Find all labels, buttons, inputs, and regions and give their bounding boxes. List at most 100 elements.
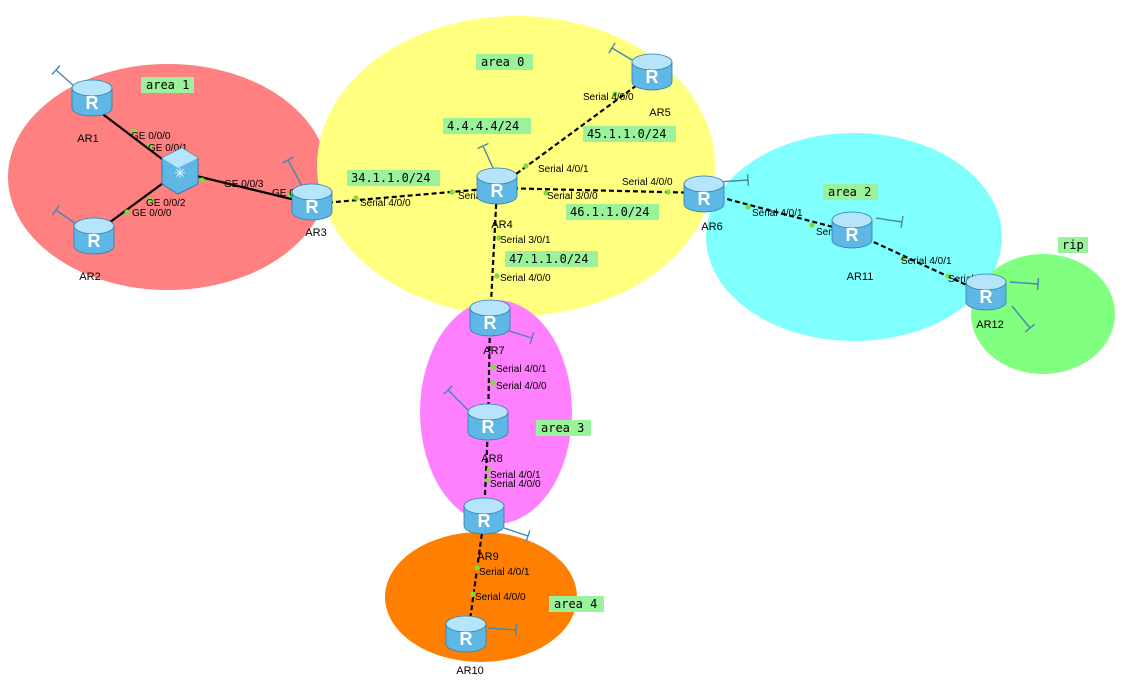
network-46-tag: 46.1.1.0/24 — [566, 204, 659, 220]
device-label: AR1 — [77, 133, 98, 145]
svg-text:R: R — [86, 93, 99, 113]
router-ar4[interactable]: R AR4 — [476, 142, 518, 231]
port-dot — [147, 143, 153, 149]
port-label: Serial 4/0/0 — [583, 92, 634, 103]
network-4-4-4-4-tag: 4.4.4.4/24 — [443, 118, 531, 134]
port-label: GE 0/0/0 — [131, 131, 171, 142]
areas-layer — [8, 16, 1115, 662]
svg-text:R: R — [478, 511, 491, 531]
link-ar6-ar11 — [703, 191, 853, 234]
antenna-icon — [611, 47, 633, 61]
port-dot — [612, 91, 618, 97]
port-label: Serial 4/0/1 — [538, 164, 589, 175]
area-4-tag: area 4 — [549, 596, 604, 612]
port-dot — [900, 256, 906, 262]
tags-layer: area 1 area 0 area 2 rip area 3 area 4 4… — [141, 54, 1088, 612]
link-ar1-sw — [91, 105, 175, 169]
svg-text:area 2: area 2 — [828, 185, 871, 199]
port-dot — [353, 195, 359, 201]
svg-text:R: R — [484, 313, 497, 333]
link-ar11-ar12 — [851, 231, 987, 295]
svg-text:area 3: area 3 — [541, 421, 584, 435]
port-dot — [491, 364, 497, 370]
port-label: Serial 4/0/1 — [496, 364, 547, 375]
antenna-icon — [55, 209, 77, 225]
port-dot — [485, 477, 491, 483]
svg-text:R: R — [306, 197, 319, 217]
antenna-icon — [1009, 281, 1039, 285]
port-label: Serial 4/0/0 — [490, 479, 541, 490]
port-dot — [523, 163, 529, 169]
router-ar5[interactable]: R AR5 — [608, 42, 673, 119]
port-label: Serial 4/0/1 — [752, 208, 803, 219]
port-dots-layer — [124, 91, 951, 597]
router-ar2[interactable]: R AR2 — [51, 204, 115, 283]
link-ar9-ar10 — [466, 517, 486, 636]
area-0-tag: area 0 — [476, 54, 533, 70]
svg-text:R: R — [646, 67, 659, 87]
port-label: GE 0/0/1 — [148, 143, 188, 154]
svg-text:34.1.1.0/24: 34.1.1.0/24 — [351, 171, 430, 185]
device-label: AR10 — [456, 665, 484, 677]
antenna-icon — [55, 69, 75, 87]
port-dot — [945, 273, 951, 279]
device-label: AR3 — [305, 227, 326, 239]
device-label: AR12 — [976, 319, 1004, 331]
port-label: Serial 4/0/0 — [360, 198, 411, 209]
device-label: AR5 — [649, 107, 670, 119]
port-label: Serial 4/0/1 — [901, 256, 952, 267]
antenna-icon — [287, 159, 303, 187]
port-dot — [199, 177, 205, 183]
port-dot — [147, 197, 153, 203]
switch-arrows-icon: ✳ — [174, 166, 186, 182]
device-label: AR11 — [847, 271, 874, 283]
svg-text:R: R — [491, 181, 504, 201]
switch-icon[interactable]: ✳ — [161, 147, 199, 195]
port-label: Serial 4/0/1 — [479, 567, 530, 578]
port-dot — [486, 467, 492, 473]
network-45-tag: 45.1.1.0/24 — [583, 126, 676, 142]
router-ar1[interactable]: R AR1 — [51, 65, 113, 145]
port-dot — [490, 380, 496, 386]
antenna-icon — [875, 217, 903, 223]
port-label: Serial 4/0/0 — [496, 381, 547, 392]
svg-text:rip: rip — [1062, 238, 1084, 252]
port-label: Serial 4/0/0 — [622, 177, 673, 188]
svg-text:46.1.1.0/24: 46.1.1.0/24 — [570, 205, 649, 219]
svg-text:R: R — [88, 231, 101, 251]
area-0-region — [317, 16, 715, 316]
port-dot — [474, 565, 480, 571]
antenna-icon — [505, 329, 533, 339]
link-ar7-ar8 — [486, 321, 492, 427]
link-ar4-ar7 — [488, 187, 499, 323]
port-label: Serial 3/0/0 — [547, 191, 598, 202]
port-label: GE 0/0/0 — [132, 208, 172, 219]
area-4-region — [385, 532, 577, 662]
area-2-tag: area 2 — [823, 184, 878, 200]
svg-text:47.1.1.0/24: 47.1.1.0/24 — [509, 252, 588, 266]
router-ar3[interactable]: R AR3 — [282, 156, 333, 239]
device-label: AR6 — [701, 221, 722, 233]
router-ar12[interactable]: R AR12 — [965, 273, 1040, 333]
link-sw-ar3 — [179, 170, 313, 206]
port-dot — [496, 235, 502, 241]
area-3-tag: area 3 — [536, 420, 591, 436]
devices-layer: RAR1RAR2✳RAR3RAR4RAR5RAR6RAR7RAR8RAR9RAR… — [51, 42, 1040, 677]
port-dot — [449, 189, 455, 195]
port-label: Serial 4/0/1 — [490, 470, 541, 481]
svg-text:R: R — [980, 287, 993, 307]
link-ar3-ar4 — [311, 186, 498, 206]
link-ar4-ar5 — [496, 73, 653, 189]
device-label: AR2 — [79, 271, 100, 283]
rip-region — [971, 254, 1115, 374]
svg-text:area 4: area 4 — [554, 597, 597, 611]
antenna-icon — [1011, 305, 1031, 329]
device-label: AR4 — [491, 219, 512, 231]
